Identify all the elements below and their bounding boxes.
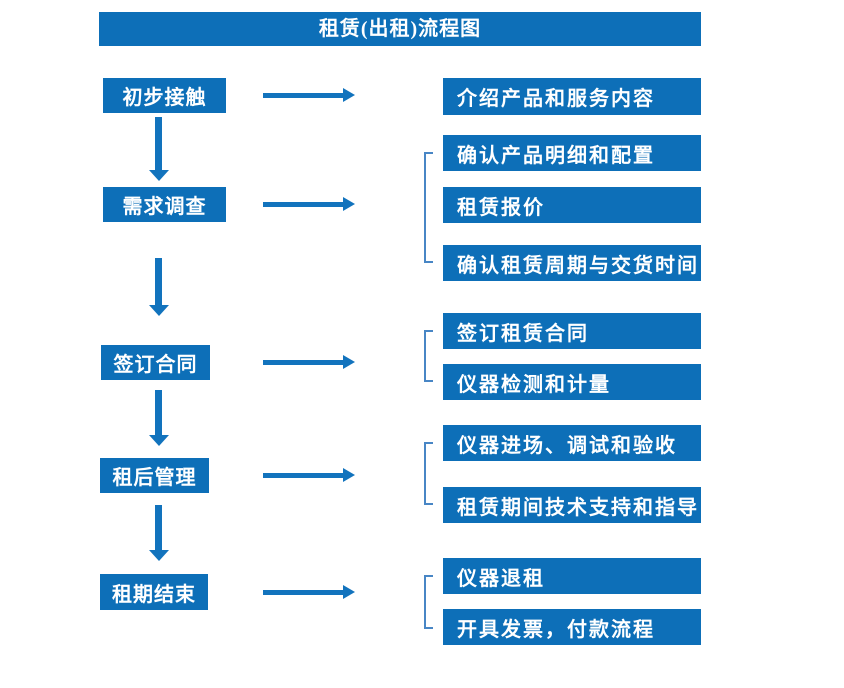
detail-confirm-period-delivery: 确认租赁周期与交货时间 [443,245,701,281]
group-bracket [424,330,433,382]
step-rental-end: 租期结束 [100,574,208,610]
detail-instrument-return: 仪器退租 [443,558,701,594]
step-sign-contract: 签订合同 [101,345,210,380]
group-bracket [424,575,433,629]
step-demand-survey: 需求调查 [103,187,226,222]
group-bracket [424,152,433,263]
flowchart-title: 租赁(出租)流程图 [99,12,701,46]
arrow-right-icon [263,585,355,599]
detail-rental-quotation: 租赁报价 [443,187,701,223]
step-initial-contact: 初步接触 [103,78,226,113]
detail-confirm-product-config: 确认产品明细和配置 [443,135,701,171]
step-post-rental-management: 租后管理 [100,458,209,493]
arrow-right-icon [263,468,355,482]
arrow-right-icon [263,197,355,211]
detail-invoice-payment: 开具发票，付款流程 [443,609,701,645]
arrow-right-icon [263,355,355,369]
arrow-down-icon [148,117,169,181]
detail-instrument-setup-acceptance: 仪器进场、调试和验收 [443,425,701,461]
arrow-down-icon [148,390,169,446]
detail-introduce-products-services: 介绍产品和服务内容 [443,78,701,115]
arrow-down-icon [148,258,169,316]
group-bracket [424,442,433,505]
arrow-down-icon [148,505,169,561]
detail-instrument-testing: 仪器检测和计量 [443,364,701,400]
detail-tech-support: 租赁期间技术支持和指导 [443,487,701,523]
arrow-right-icon [263,88,355,102]
detail-sign-rental-contract: 签订租赁合同 [443,313,701,349]
